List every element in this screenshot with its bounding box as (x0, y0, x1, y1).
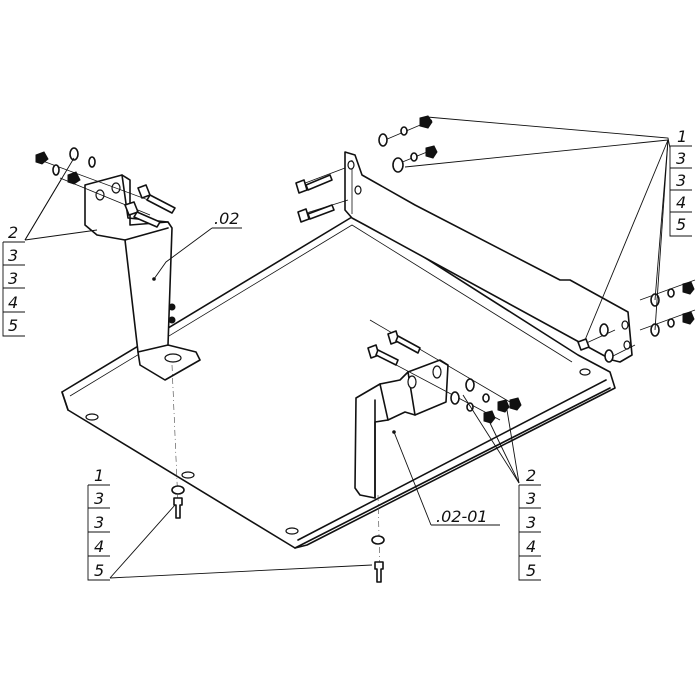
callout-item: 3 (676, 171, 686, 190)
callout-item: 3 (94, 489, 104, 508)
bracket-left (84, 174, 201, 381)
fasteners-rear-flange-left (295, 115, 438, 223)
callout-item: 5 (676, 215, 686, 234)
callout-item: 1 (677, 127, 687, 146)
fasteners-bottom (171, 364, 385, 583)
callout-item: 2 (8, 223, 18, 242)
fasteners-left-bracket (35, 147, 176, 228)
callout-top-right: 1 3 3 4 5 (669, 127, 692, 237)
callout-item: 4 (676, 193, 686, 212)
callout-item: 5 (8, 316, 18, 335)
callout-item: 4 (526, 537, 536, 556)
bracket-front (354, 359, 449, 499)
callout-item: 3 (526, 489, 536, 508)
rear-flange (344, 151, 633, 363)
callout-item: 3 (8, 246, 18, 265)
plate-mount-holes (85, 368, 591, 535)
callout-left-upper: 2 3 3 4 5 (2, 223, 25, 337)
callout-item: 3 (94, 513, 104, 532)
callout-item: 4 (8, 293, 18, 312)
callout-item: 5 (526, 561, 536, 580)
callout-bottom-right: 2 3 3 4 5 (518, 466, 541, 581)
fasteners-front-bracket (367, 319, 522, 424)
leader-lines (24, 116, 671, 579)
label-bracket-front: .02-01 (436, 507, 488, 526)
callout-item: 3 (526, 513, 536, 532)
callout-item: 5 (94, 561, 104, 580)
callout-item: 1 (94, 466, 104, 485)
callout-bottom-left: 1 3 3 4 5 (87, 466, 110, 581)
callout-item: 3 (676, 149, 686, 168)
callout-item: 4 (94, 537, 104, 556)
callout-item: 3 (8, 269, 18, 288)
label-bracket: .02 (214, 209, 239, 228)
callout-item: 2 (526, 466, 536, 485)
